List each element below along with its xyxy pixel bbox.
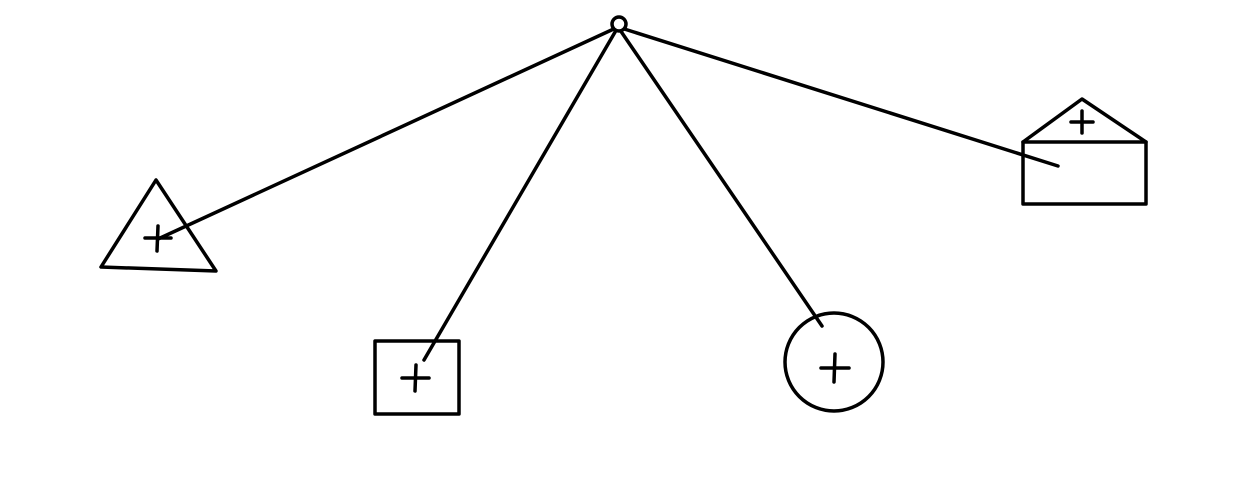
string-to-triangle — [156, 25, 620, 241]
circle-plus-mark — [819, 352, 851, 384]
circle-shape — [783, 311, 885, 413]
house-plus-mark — [1069, 109, 1095, 135]
pivot-ring — [610, 15, 628, 33]
triangle-shape — [99, 178, 218, 273]
house-object — [1021, 97, 1148, 206]
square-object — [373, 339, 461, 416]
strings — [156, 25, 1060, 362]
house-roof-shape — [1021, 97, 1148, 144]
house-body-shape — [1021, 140, 1148, 206]
circle-object — [783, 311, 885, 413]
string-to-circle — [616, 25, 824, 328]
square-plus-mark — [400, 363, 431, 393]
string-to-square — [422, 25, 620, 362]
triangle-plus-mark — [143, 224, 173, 253]
string-to-house — [616, 25, 1060, 168]
square-shape — [373, 339, 461, 416]
triangle-object — [99, 178, 218, 273]
